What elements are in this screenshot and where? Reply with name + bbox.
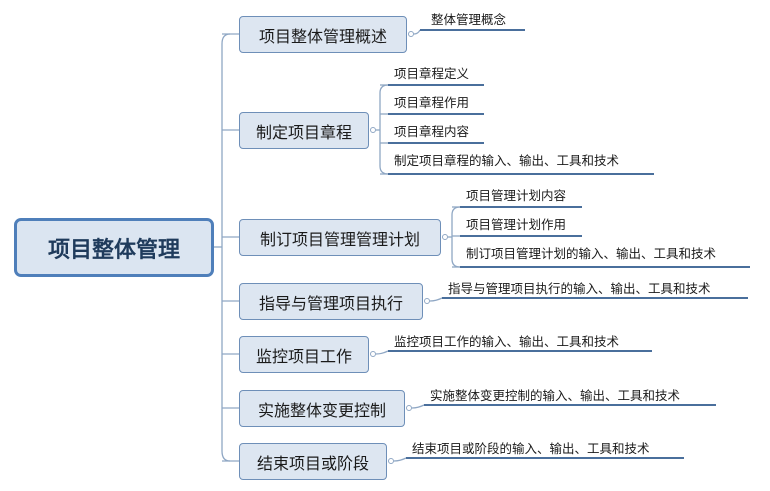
leaf-connector [413, 29, 421, 35]
leaf-topic[interactable]: 整体管理概念 [431, 12, 507, 27]
branch-collapse-dot[interactable] [370, 351, 376, 357]
branch-topic-direct-execution[interactable]: 指导与管理项目执行 [239, 283, 423, 320]
branch-collapse-dot[interactable] [388, 458, 394, 464]
branch-collapse-dot[interactable] [370, 127, 376, 133]
branch-collapse-dot[interactable] [408, 31, 414, 37]
leaf-topic[interactable]: 制订项目管理计划的输入、输出、工具和技术 [466, 246, 717, 261]
leaf-connector [411, 404, 425, 409]
branch-topic-develop-plan[interactable]: 制订项目管理管理计划 [239, 219, 441, 256]
branch-collapse-dot[interactable] [424, 298, 430, 304]
leaf-topic[interactable]: 指导与管理项目执行的输入、输出、工具和技术 [448, 281, 711, 296]
leaf-topic[interactable]: 项目章程定义 [394, 66, 470, 81]
branch-topic-change-control[interactable]: 实施整体变更控制 [239, 390, 405, 427]
leaf-topic[interactable]: 项目管理计划作用 [466, 217, 567, 232]
leaf-topic[interactable]: 结束项目或阶段的输入、输出、工具和技术 [412, 441, 650, 456]
leaf-connector [375, 350, 389, 355]
leaf-topic[interactable]: 制定项目章程的输入、输出、工具和技术 [394, 153, 620, 168]
leaf-topic[interactable]: 监控项目工作的输入、输出、工具和技术 [394, 334, 620, 349]
leaf-topic[interactable]: 项目章程作用 [394, 95, 470, 110]
root-topic[interactable]: 项目整体管理 [14, 218, 214, 277]
branch-collapse-dot[interactable] [442, 234, 448, 240]
branch-topic-overview[interactable]: 项目整体管理概述 [239, 16, 407, 53]
branch-topic-close-project[interactable]: 结束项目或阶段 [239, 443, 387, 480]
branch-collapse-dot[interactable] [406, 405, 412, 411]
leaf-connector [429, 297, 443, 302]
leaf-trunk [379, 84, 389, 175]
leaf-trunk [451, 206, 461, 268]
branch-topic-monitor-work[interactable]: 监控项目工作 [239, 336, 369, 373]
leaf-topic[interactable]: 项目管理计划内容 [466, 188, 567, 203]
root-trunk [221, 33, 231, 462]
leaf-topic[interactable]: 项目章程内容 [394, 124, 470, 139]
leaf-connector [393, 457, 407, 462]
branch-topic-develop-charter[interactable]: 制定项目章程 [239, 112, 369, 149]
leaf-topic[interactable]: 实施整体变更控制的输入、输出、工具和技术 [430, 388, 681, 403]
